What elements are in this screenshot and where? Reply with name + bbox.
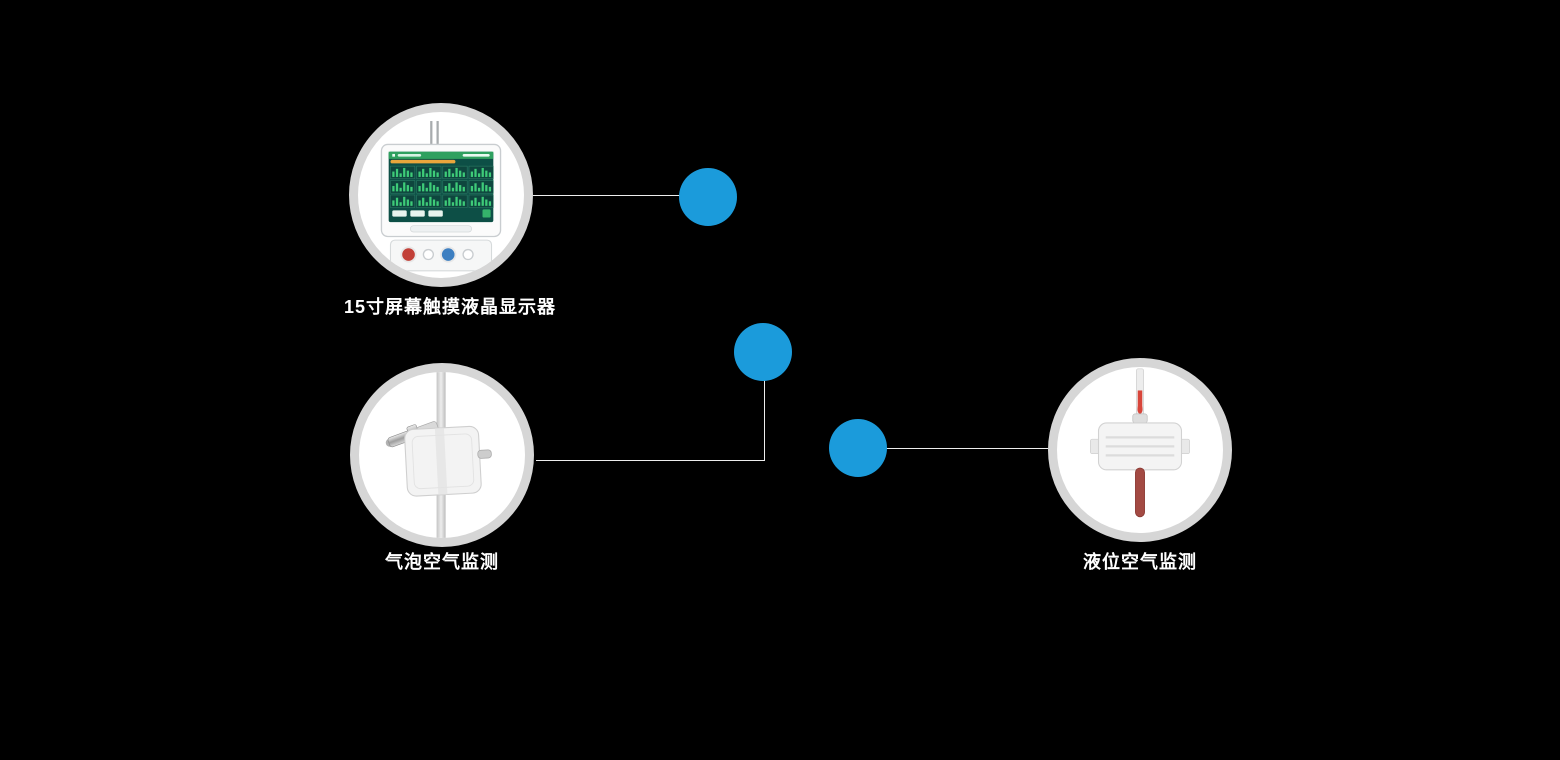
connector-line-display (533, 195, 680, 196)
liquid-level-air-detector-illustration (1090, 368, 1190, 518)
bubble-air-detector-illustration (385, 372, 492, 538)
hotspot-display[interactable] (679, 168, 737, 226)
level-sensor-photo-circle (1048, 358, 1232, 542)
connector-line-level (886, 448, 1048, 449)
feature-label-level-sensor: 液位空气监测 (1083, 552, 1197, 572)
feature-label-bubble-sensor: 气泡空气监测 (385, 552, 499, 572)
hotspot-bubble-sensor[interactable] (734, 323, 792, 381)
connector-line-bubble-vertical (764, 380, 765, 460)
connector-line-bubble-horizontal (536, 460, 765, 461)
bubble-sensor-photo-circle (350, 363, 534, 547)
touchscreen-monitor-illustration (380, 121, 502, 272)
display-photo-circle (349, 103, 533, 287)
hotspot-level-sensor[interactable] (829, 419, 887, 477)
feature-label-display: 15寸屏幕触摸液晶显示器 (343, 297, 557, 317)
